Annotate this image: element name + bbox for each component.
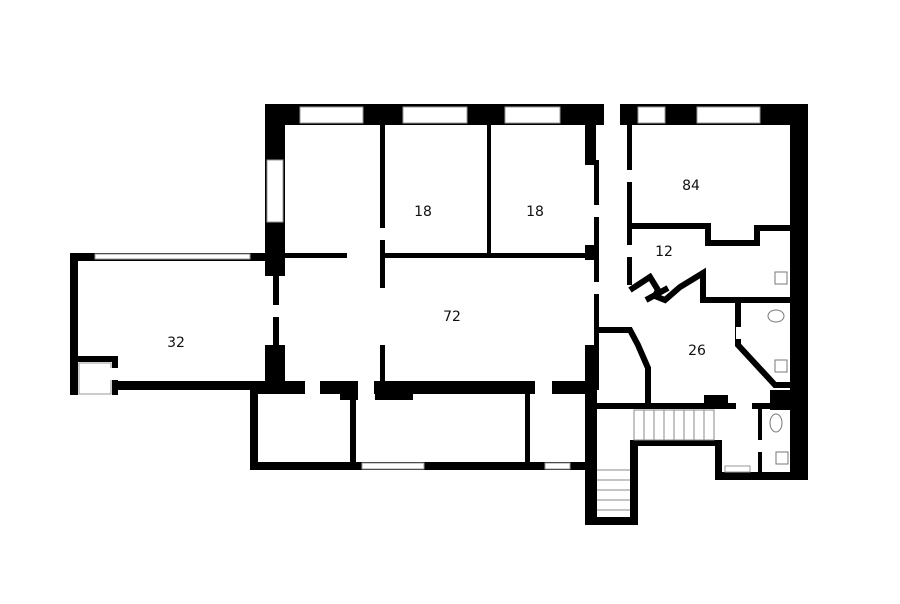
- sink-icon: [774, 359, 788, 373]
- toilet-icon: [767, 309, 785, 323]
- fixtures: [767, 271, 789, 465]
- room-12-label: 12: [655, 244, 673, 260]
- room-72-label: 72: [443, 309, 461, 325]
- walls: [70, 104, 808, 525]
- windows: [78, 106, 761, 473]
- room-labels: 84 18 18 12 72 32 26: [167, 178, 706, 359]
- staircase: [597, 409, 715, 511]
- door-openings: [110, 104, 764, 452]
- sink-icon: [775, 451, 789, 465]
- room-26-label: 26: [688, 343, 706, 359]
- room-18a-label: 18: [414, 204, 432, 220]
- room-18b-label: 18: [526, 204, 544, 220]
- room-84-label: 84: [682, 178, 700, 194]
- toilet-icon: [769, 413, 783, 433]
- sink-icon: [774, 271, 788, 285]
- room-32-label: 32: [167, 335, 185, 351]
